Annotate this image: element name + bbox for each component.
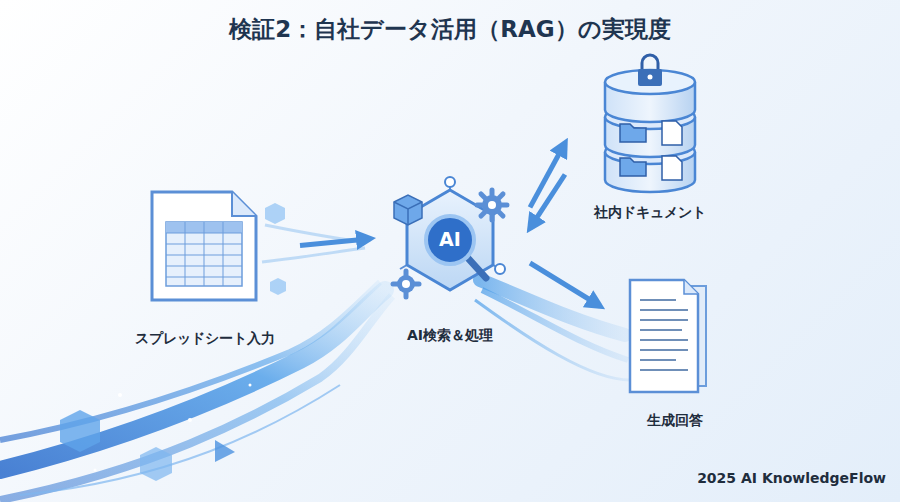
database-icon (605, 55, 695, 192)
spreadsheet-node: スプレッドシート入力 (110, 185, 300, 353)
ai-hub-node: AI AI検索＆処理 (370, 176, 530, 350)
node-label: AI検索＆処理 (370, 324, 530, 346)
database-node: 社内ドキュメント (565, 52, 735, 227)
node-label: 社内ドキュメント (565, 201, 735, 223)
flow-arrow (530, 263, 600, 306)
spreadsheet-icon (152, 192, 256, 300)
document-icon (630, 280, 706, 392)
flow-arrow (300, 239, 370, 246)
document-node: 生成回答 (600, 274, 750, 434)
ai-badge-text: AI (370, 228, 530, 250)
node-label: 生成回答 (600, 409, 750, 431)
flow-ribbon (0, 225, 630, 500)
title: 検証2：自社データ活用（RAG）の実現度 (0, 14, 900, 45)
watermark: 2025 AI KnowledgeFlow (697, 470, 886, 486)
node-label: スプレッドシート入力 (110, 327, 300, 349)
flow-arrow (530, 175, 565, 229)
